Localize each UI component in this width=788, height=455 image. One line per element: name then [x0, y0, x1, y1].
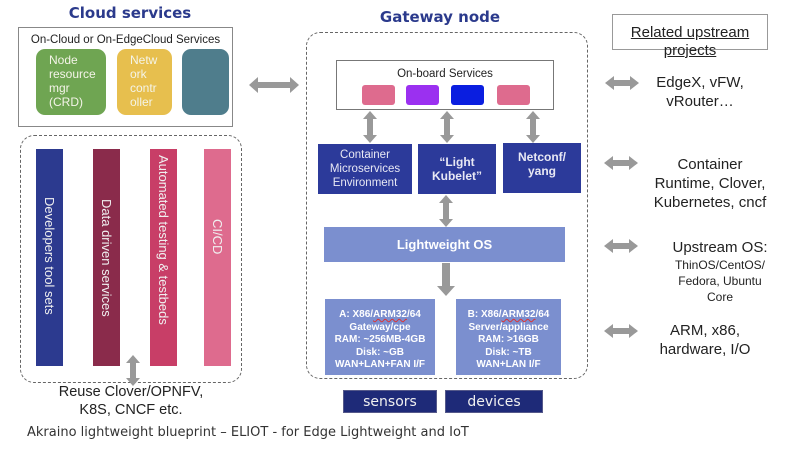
- double-arrow-icon: [363, 111, 377, 143]
- related-upstream-box: [612, 14, 768, 50]
- lightweight-os-block: Lightweight OS: [324, 227, 565, 262]
- gateway-node-container: [306, 32, 588, 379]
- hardware-line: RAM: ~256MB-4GB: [334, 334, 426, 345]
- hardware-line: RAM: >16GB: [478, 334, 539, 345]
- upstream-line: Core: [706, 290, 733, 304]
- onboard-service-chip: [406, 85, 439, 105]
- service-node-resource-mgr: Node resource mgr (CRD): [36, 49, 106, 115]
- netconf-yang-block: Netconf/ yang: [503, 143, 581, 193]
- hardware-line: Disk: ~GB: [355, 346, 405, 358]
- onboard-services-label: On-board Services: [397, 68, 493, 80]
- bar-label: Developers tool sets: [42, 197, 57, 315]
- bar-label: Automated testing & testbeds: [156, 155, 171, 325]
- upstream-line: ThinOS/CentOS/: [674, 258, 766, 272]
- upstream-item-hardware: ARM, x86, hardware, I/O: [640, 321, 770, 359]
- upstream-item-edgex: EdgeX, vFW, vRouter…: [635, 73, 765, 111]
- title-line: projects: [663, 42, 717, 59]
- hardware-arch: A: X86/ARM32/64: [325, 309, 435, 322]
- block-line: Microservices: [329, 163, 401, 175]
- upstream-line: hardware, I/O: [659, 341, 751, 358]
- service-line: Netw: [130, 53, 158, 67]
- block-line: “Light: [439, 155, 475, 169]
- double-arrow-icon: [439, 195, 453, 227]
- reuse-line: K8S, CNCF etc.: [79, 402, 183, 418]
- hardware-line: WAN+LAN I/F: [476, 359, 541, 370]
- container-microservices-block: Container Microservices Environment: [318, 144, 412, 194]
- double-arrow-icon: [126, 355, 140, 386]
- arch-suffix: /64: [535, 309, 550, 320]
- block-line: Container: [340, 149, 390, 161]
- bar-data-driven-services: Data driven services: [93, 149, 120, 366]
- onboard-service-chip: [497, 85, 530, 105]
- double-arrow-icon: [440, 111, 454, 143]
- hardware-profile-b: B: X86/ARM32/64 Server/appliance RAM: >1…: [456, 299, 561, 375]
- service-line: Node: [49, 53, 78, 67]
- bar-label: Data driven services: [99, 199, 114, 317]
- hardware-line: Server/appliance: [468, 321, 549, 333]
- upstream-line: Runtime, Clover,: [654, 175, 766, 192]
- reuse-note: Reuse Clover/OPNFV, K8S, CNCF etc.: [20, 383, 242, 419]
- hardware-arch: B: X86/ARM32/64: [456, 309, 561, 322]
- devices-tag: devices: [445, 390, 543, 413]
- bar-automated-testing: Automated testing & testbeds: [150, 149, 177, 366]
- bar-ci-cd: CI/CD: [204, 149, 231, 366]
- cloud-services-title: Cloud services: [68, 4, 192, 22]
- upstream-heading: Upstream OS:: [672, 239, 768, 256]
- double-arrow-icon: [604, 324, 638, 338]
- reuse-line: Reuse Clover/OPNFV,: [58, 384, 204, 400]
- hardware-line: Disk: ~TB: [485, 346, 532, 358]
- double-arrow-icon: [249, 77, 299, 93]
- title-line: Related upstream: [630, 24, 750, 41]
- double-arrow-icon: [604, 156, 638, 170]
- block-line: Environment: [332, 177, 398, 189]
- double-arrow-icon: [604, 239, 638, 253]
- hardware-line: WAN+LAN+FAN I/F: [334, 359, 425, 370]
- arch-underlined: ARM32: [373, 309, 407, 320]
- upstream-item-os: Upstream OS: ThinOS/CentOS/ Fedora, Ubun…: [650, 238, 788, 305]
- related-upstream-title: Related upstream projects: [612, 24, 768, 60]
- onboard-service-chip: [451, 85, 484, 105]
- block-line: yang: [527, 164, 556, 178]
- arch-underlined: ARM32: [501, 309, 536, 320]
- service-unlabeled: [182, 49, 229, 115]
- service-line: (CRD): [49, 95, 83, 109]
- service-line: oller: [130, 95, 153, 109]
- service-line: mgr: [49, 81, 70, 95]
- gateway-node-title: Gateway node: [379, 8, 501, 26]
- upstream-line: vRouter…: [666, 93, 734, 110]
- block-line: Netconf/: [518, 150, 566, 164]
- upstream-line: EdgeX, vFW,: [656, 74, 744, 91]
- upstream-line: Fedora, Ubuntu: [678, 274, 762, 288]
- double-arrow-icon: [526, 111, 540, 143]
- service-line: contr: [130, 81, 157, 95]
- upstream-item-container-runtime: Container Runtime, Clover, Kubernetes, c…: [635, 155, 785, 212]
- hardware-profile-a: A: X86/ARM32/64 Gateway/cpe RAM: ~256MB-…: [325, 299, 435, 375]
- double-arrow-icon: [605, 76, 639, 90]
- service-network-controller: Netw ork contr oller: [117, 49, 172, 115]
- upstream-line: ARM, x86,: [669, 322, 741, 339]
- upstream-line: Kubernetes, cncf: [653, 194, 767, 211]
- block-line: Kubelet”: [431, 169, 482, 183]
- arch-prefix: B: X86/: [467, 309, 502, 320]
- upstream-line: Container: [677, 156, 743, 173]
- light-kubelet-block: “Light Kubelet”: [418, 144, 496, 194]
- cloud-services-subtitle: On-Cloud or On-EdgeCloud Services: [30, 34, 221, 46]
- service-line: resource: [49, 67, 96, 81]
- hardware-line: Gateway/cpe: [349, 321, 411, 333]
- service-line: ork: [130, 67, 147, 81]
- onboard-service-chip: [362, 85, 395, 105]
- arch-prefix: A: X86/: [339, 309, 374, 320]
- arch-suffix: /64: [406, 309, 421, 320]
- sensors-tag: sensors: [343, 390, 437, 413]
- diagram-caption: Akraino lightweight blueprint – ELIOT - …: [27, 425, 469, 440]
- bar-label: CI/CD: [210, 219, 225, 255]
- bar-developers-tool-sets: Developers tool sets: [36, 149, 63, 366]
- down-arrow-icon: [437, 263, 455, 296]
